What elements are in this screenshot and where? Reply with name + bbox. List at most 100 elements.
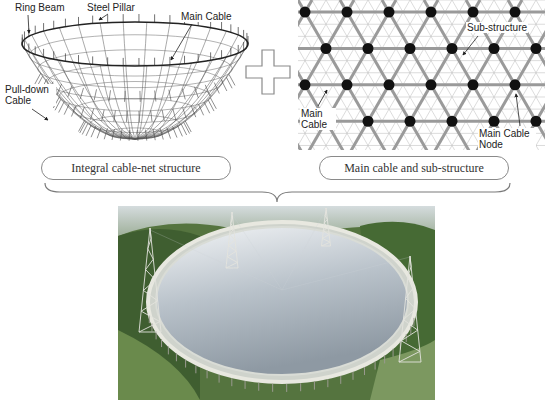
pull-down-cable bbox=[169, 90, 171, 101]
tower-brace bbox=[403, 309, 415, 320]
main-cable-node bbox=[405, 116, 416, 127]
tower-brace bbox=[146, 259, 154, 269]
ring-support bbox=[384, 355, 385, 363]
pull-down-cable bbox=[80, 88, 83, 99]
telescope-photo bbox=[118, 206, 435, 400]
main-cable-node bbox=[468, 79, 479, 90]
pull-down-cable bbox=[214, 83, 219, 94]
pill-text: Integral cable-net structure bbox=[71, 161, 200, 176]
pull-down-cable bbox=[177, 125, 182, 136]
steel-pillar bbox=[230, 24, 231, 32]
ring-support bbox=[151, 323, 152, 331]
ring-support bbox=[327, 379, 328, 387]
ring-support bbox=[272, 384, 273, 392]
steel-pillar bbox=[169, 57, 170, 65]
tower-brace bbox=[408, 277, 414, 288]
main-cable bbox=[338, 0, 438, 150]
meridian-cable bbox=[135, 60, 211, 139]
parallel-cable bbox=[59, 81, 211, 111]
ring-support bbox=[393, 349, 394, 357]
meridian-cable bbox=[100, 23, 135, 139]
main-cable-node bbox=[531, 43, 542, 54]
steel-pillar bbox=[92, 56, 93, 64]
steel-pillar bbox=[107, 15, 108, 23]
ring-support bbox=[300, 383, 301, 391]
pull-down-cable bbox=[91, 126, 96, 137]
telescope-photo bbox=[149, 315, 414, 392]
steel-pillar bbox=[53, 51, 54, 59]
telescope-photo bbox=[282, 209, 326, 290]
pull-down-cable bbox=[102, 110, 104, 121]
ring-support bbox=[375, 362, 376, 370]
pull-down-cable bbox=[79, 121, 85, 132]
meridian-cable bbox=[135, 35, 238, 139]
sub-structure-cable bbox=[450, 0, 545, 150]
tower-brace bbox=[322, 235, 329, 239]
steel-pillar bbox=[230, 48, 231, 56]
tower-brace bbox=[143, 280, 155, 290]
main-cable-node bbox=[447, 116, 458, 127]
ring-support bbox=[364, 367, 365, 375]
ring-beam bbox=[22, 22, 248, 66]
sub-structure-cable bbox=[298, 0, 370, 150]
tower-brace bbox=[139, 322, 160, 332]
steel-pillar bbox=[123, 14, 124, 22]
pull-down-cable bbox=[126, 111, 128, 122]
ring-support bbox=[286, 384, 287, 392]
tower-brace bbox=[230, 229, 234, 235]
leader-lines bbox=[171, 24, 192, 60]
sub-structure-cable bbox=[464, 0, 545, 150]
ring-support bbox=[156, 331, 157, 339]
telescope-photo bbox=[139, 208, 421, 362]
steel-pillar bbox=[92, 16, 93, 24]
bracket bbox=[45, 183, 510, 202]
ring-support bbox=[340, 376, 341, 384]
tower-brace bbox=[231, 218, 233, 224]
main-cable bbox=[380, 0, 480, 150]
steel-pillar bbox=[78, 17, 79, 25]
main-cable bbox=[298, 0, 354, 150]
main-cable-node bbox=[384, 79, 395, 90]
meridian-cable bbox=[44, 57, 135, 139]
steel-pillar bbox=[221, 22, 222, 30]
ring-support bbox=[207, 370, 208, 378]
pull-down-cable bbox=[57, 84, 62, 95]
main-cable-node bbox=[363, 116, 374, 127]
main-cable bbox=[298, 0, 356, 150]
meridian-cable bbox=[135, 25, 192, 139]
ring-support bbox=[168, 346, 169, 354]
steel-pillar bbox=[123, 58, 124, 66]
leader-lines bbox=[516, 94, 520, 126]
tower-brace bbox=[143, 290, 157, 300]
steel-pillar bbox=[107, 57, 108, 65]
parallel-cable bbox=[38, 50, 232, 88]
steel-pillar bbox=[238, 45, 239, 53]
pull-down-cable bbox=[82, 124, 88, 135]
pull-down-cable bbox=[104, 128, 107, 139]
tower bbox=[399, 256, 421, 362]
part-label: Main Cable Node bbox=[478, 128, 536, 150]
part-label: Ring Beam bbox=[14, 2, 65, 13]
steel-pillar bbox=[53, 21, 54, 29]
telescope-photo bbox=[232, 214, 282, 290]
ring-support bbox=[231, 378, 232, 386]
pull-down-cable bbox=[173, 127, 177, 138]
ring-support bbox=[195, 365, 196, 373]
telescope-photo bbox=[148, 222, 416, 382]
tower-brace bbox=[406, 298, 416, 309]
pull-down-cable bbox=[205, 85, 209, 96]
meridian-cable bbox=[100, 65, 135, 139]
main-cable-node bbox=[300, 79, 311, 90]
meridian-cable bbox=[79, 25, 136, 139]
pull-down-cable bbox=[151, 111, 152, 122]
tower-brace bbox=[325, 216, 327, 220]
leader-lines bbox=[99, 14, 108, 20]
steel-pillar bbox=[198, 54, 199, 62]
part-label: Sub-structure bbox=[466, 22, 528, 33]
ring-support bbox=[176, 353, 177, 361]
steel-pillar bbox=[238, 27, 239, 35]
pull-down-cable bbox=[153, 129, 155, 140]
ring-support bbox=[314, 382, 315, 390]
steel-pillar bbox=[210, 52, 211, 60]
steel-pillar bbox=[65, 19, 66, 27]
